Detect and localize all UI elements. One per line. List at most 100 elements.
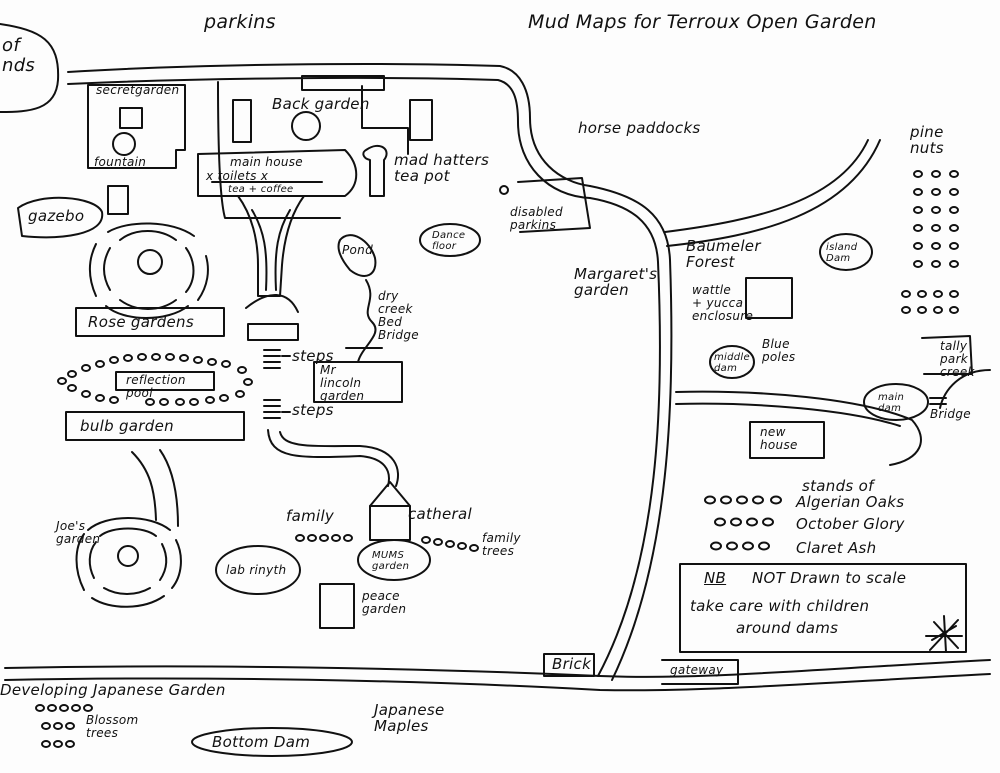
wattle-yucca-box bbox=[745, 277, 793, 319]
back-garden-left-bed bbox=[232, 99, 252, 143]
mr-lincoln-garden-box bbox=[313, 361, 403, 403]
bottom-dam-label[interactable]: Bottom Dam bbox=[212, 733, 311, 751]
cathedral-path bbox=[267, 429, 390, 487]
main-walkway bbox=[237, 195, 305, 297]
dance-floor-label[interactable]: Dance floor bbox=[432, 230, 466, 252]
gateway-label[interactable]: gateway bbox=[670, 663, 724, 677]
disabled-parking-dot bbox=[499, 185, 509, 195]
toilets-label[interactable]: x toilets x bbox=[206, 169, 269, 183]
creek-line bbox=[939, 369, 991, 409]
bulb-garden-box bbox=[65, 411, 245, 441]
tally-park-box bbox=[921, 335, 973, 375]
secret-garden-outline bbox=[87, 84, 186, 169]
tea-coffee-label[interactable]: tea + coffee bbox=[228, 184, 294, 195]
family-trees-right bbox=[421, 536, 479, 552]
baumeler-forest-label[interactable]: Baumeler Forest bbox=[686, 237, 761, 271]
tally-park-creek-label[interactable]: tally park creek bbox=[940, 339, 975, 379]
japanese-maples-label[interactable]: Japanese Maples bbox=[374, 701, 445, 735]
east-road-inner bbox=[589, 197, 662, 677]
cathedral-outline bbox=[369, 481, 411, 541]
margarets-garden-label[interactable]: Margaret's garden bbox=[574, 265, 658, 299]
gazebo-label[interactable]: gazebo bbox=[28, 207, 85, 225]
claret-ash-row bbox=[710, 541, 770, 551]
algerian-oaks-row bbox=[704, 495, 782, 505]
family-trees-right-label[interactable]: family trees bbox=[482, 531, 521, 558]
blossom-trees-label[interactable]: Blossom trees bbox=[86, 713, 139, 740]
fountain-label[interactable]: fountain bbox=[94, 155, 147, 169]
mums-garden-outline bbox=[357, 539, 431, 581]
middle-dam-label[interactable]: middle dam bbox=[714, 352, 750, 374]
note-scribble-icon bbox=[925, 615, 963, 653]
japanese-garden-label[interactable]: Developing Japanese Garden bbox=[0, 681, 226, 699]
pond-label[interactable]: Pond bbox=[342, 243, 374, 257]
fountain-icon bbox=[112, 132, 136, 156]
secret-garden-label[interactable]: secretgarden bbox=[96, 83, 180, 97]
rose-gardens-box bbox=[75, 307, 225, 337]
cathedral-label[interactable]: catheral bbox=[408, 505, 472, 523]
joes-path-right bbox=[159, 449, 179, 527]
steps-lower-label[interactable]: steps bbox=[292, 401, 334, 419]
horse-paddocks-label[interactable]: horse paddocks bbox=[578, 119, 701, 137]
pond-outline bbox=[337, 234, 377, 277]
note-not-to-scale: NOT Drawn to scale bbox=[752, 569, 907, 587]
island-dam-label[interactable]: island Dam bbox=[826, 242, 858, 264]
back-garden-top-bed bbox=[301, 75, 385, 91]
secret-garden-path bbox=[107, 185, 129, 215]
pine-nuts-grid bbox=[901, 170, 959, 314]
wattle-yucca-label[interactable]: wattle + yucca enclosure bbox=[692, 283, 754, 323]
peace-garden-box bbox=[319, 583, 355, 629]
paddock-road-2 bbox=[666, 139, 881, 247]
bottom-road-2 bbox=[4, 673, 991, 692]
brick-label[interactable]: Brick bbox=[552, 655, 592, 673]
disabled-parking-label[interactable]: disabled parkins bbox=[510, 205, 563, 232]
middle-dam-outline bbox=[709, 345, 755, 379]
bulb-garden-label[interactable]: bulb garden bbox=[80, 417, 174, 435]
dry-creek bbox=[357, 279, 377, 363]
note-around-dams: around dams bbox=[736, 619, 839, 637]
lower-east-road-2 bbox=[675, 402, 901, 427]
back-garden-label[interactable]: Back garden bbox=[272, 95, 370, 113]
labyrinth-label[interactable]: lab rinyth bbox=[226, 563, 287, 577]
pine-nuts-label[interactable]: pine nuts bbox=[910, 123, 944, 157]
stands-of-label: stands of bbox=[802, 477, 874, 495]
bottom-road bbox=[4, 659, 991, 678]
paddock-road bbox=[664, 139, 869, 233]
family-trees-left-label[interactable]: family bbox=[286, 507, 335, 525]
labyrinth-outline bbox=[215, 545, 301, 595]
new-house-label[interactable]: new house bbox=[760, 425, 798, 452]
back-garden-right bbox=[361, 85, 409, 155]
dry-creek-bridge-label[interactable]: dry creek Bed Bridge bbox=[378, 289, 419, 342]
blue-poles-label[interactable]: Blue poles bbox=[762, 337, 796, 364]
reflection-pool-label[interactable]: reflection pool bbox=[126, 373, 186, 400]
algerian-oaks-label[interactable]: Algerian Oaks bbox=[796, 493, 905, 511]
joes-garden-label[interactable]: Joe's garden bbox=[56, 519, 101, 546]
secret-garden-bed bbox=[119, 107, 143, 129]
steps-upper-label[interactable]: steps bbox=[292, 347, 334, 365]
family-trees-left bbox=[295, 534, 353, 542]
main-dam-label[interactable]: main dam bbox=[878, 392, 905, 414]
note-take-care: take care with children bbox=[690, 597, 870, 615]
east-road bbox=[589, 185, 673, 681]
main-house-label[interactable]: main house bbox=[230, 155, 303, 169]
mums-garden-label[interactable]: MUMS garden bbox=[372, 550, 410, 572]
gateway-box bbox=[661, 659, 739, 685]
october-glory-row bbox=[714, 517, 774, 527]
map-title: Mud Maps for Terroux Open Garden bbox=[528, 11, 877, 33]
parking-label[interactable]: parkins bbox=[204, 11, 276, 33]
mad-hatters-label[interactable]: mad hatters tea pot bbox=[394, 151, 490, 185]
corner-box bbox=[0, 23, 60, 113]
claret-ash-label[interactable]: Claret Ash bbox=[796, 539, 877, 557]
island-dam-outline bbox=[819, 233, 873, 271]
peace-garden-label[interactable]: peace garden bbox=[362, 589, 407, 616]
october-glory-label[interactable]: October Glory bbox=[796, 515, 905, 533]
bridge-label[interactable]: Bridge bbox=[930, 407, 971, 421]
rose-gardens-label[interactable]: Rose gardens bbox=[88, 313, 194, 331]
gazebo-outline bbox=[17, 196, 104, 239]
back-garden-tree-icon bbox=[291, 111, 321, 141]
mr-lincoln-garden-label[interactable]: Mr lincoln garden bbox=[320, 363, 365, 403]
blossom-trees-rows bbox=[35, 704, 93, 748]
walkway-box bbox=[247, 323, 299, 341]
tea-pot-icon bbox=[362, 144, 388, 197]
